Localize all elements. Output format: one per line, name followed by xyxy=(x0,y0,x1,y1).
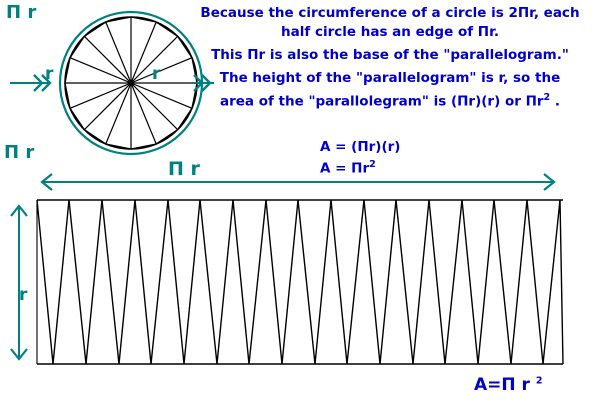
explanation-line-5-period: . xyxy=(550,93,561,110)
explanation-line-5-text: area of the "parallolegram" is (Πr)(r) o… xyxy=(219,93,544,110)
label-pi-r-top-left: Π r xyxy=(6,2,37,23)
label-pi-r-bottom-left: Π r xyxy=(4,142,35,163)
circle-left-arrow-marker xyxy=(10,74,52,92)
horizontal-measure-arrow xyxy=(40,173,556,191)
formula-area-squared-text: A = Πr xyxy=(320,160,370,177)
formula-area-squared: A = Πr2 xyxy=(320,156,400,178)
circle-right-arrow-marker xyxy=(193,74,214,92)
label-area-result-exponent: 2 xyxy=(535,375,543,387)
explanation-line-5-exponent: 2 xyxy=(543,92,551,103)
label-r-circle-left: r xyxy=(45,64,54,84)
label-r-height: r xyxy=(19,285,28,305)
label-area-result: A=Π r 2 xyxy=(474,375,542,395)
explanation-line-3: This Πr is also the base of the "paralle… xyxy=(211,47,569,63)
circle-sectors-figure xyxy=(58,10,204,156)
formula-block: A = (Πr)(r) A = Πr2 xyxy=(320,138,400,178)
explanation-line-2: half circle has an edge of Πr. xyxy=(281,24,499,40)
explanation-text: Because the circumference of a circle is… xyxy=(183,4,597,112)
explanation-line-1: Because the circumference of a circle is… xyxy=(200,5,580,21)
label-area-result-text: A=Π r xyxy=(474,375,536,395)
formula-area-product: A = (Πr)(r) xyxy=(320,139,401,155)
explanation-line-4: The height of the "parallelogram" is r, … xyxy=(219,70,561,86)
label-pi-r-width: Π r xyxy=(168,158,200,180)
vertical-measure-arrow xyxy=(10,204,28,361)
label-r-circle-right: r xyxy=(152,64,161,84)
explanation-line-5: area of the "parallolegram" is (Πr)(r) o… xyxy=(183,88,597,112)
formula-area-squared-exponent: 2 xyxy=(369,159,376,170)
unrolled-sectors-parallelogram xyxy=(36,199,564,365)
